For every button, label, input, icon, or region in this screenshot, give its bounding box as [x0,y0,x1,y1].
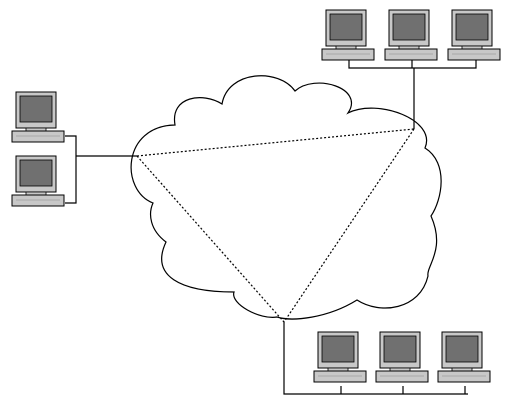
desktop-computer-icon [447,9,501,61]
screen-icon [321,335,355,363]
virtual-link-topright-bottom [283,128,415,323]
screen-icon [445,335,479,363]
desktop-computer-icon [321,9,375,61]
computer-base-icon [313,370,367,383]
desktop-computer-icon [11,155,65,207]
computer-base-icon [437,370,491,383]
desktop-computer-icon [313,331,367,383]
virtual-link-left-bottom [136,155,285,323]
screen-icon [329,13,363,41]
computer-base-icon [11,130,65,143]
screen-icon [19,159,53,187]
computer-group-bottom-right [313,331,491,383]
link-bottom-right-group [283,322,468,395]
virtual-links [136,128,415,323]
computer-group-top-right [321,9,501,61]
screen-icon [19,95,53,123]
computer-base-icon [11,194,65,207]
computer-group-left [11,91,65,207]
link-left-group [65,135,137,204]
computer-base-icon [375,370,429,383]
desktop-computer-icon [11,91,65,143]
link-top-right-group [348,60,477,129]
desktop-computer-icon [375,331,429,383]
desktop-computer-icon [384,9,438,61]
screen-icon [392,13,426,41]
desktop-computer-icon [437,331,491,383]
computer-base-icon [384,48,438,61]
computer-base-icon [321,48,375,61]
physical-links [65,60,477,395]
computers-layer [11,9,501,383]
network-cloud [130,75,442,320]
screen-icon [455,13,489,41]
computer-base-icon [447,48,501,61]
screen-icon [383,335,417,363]
